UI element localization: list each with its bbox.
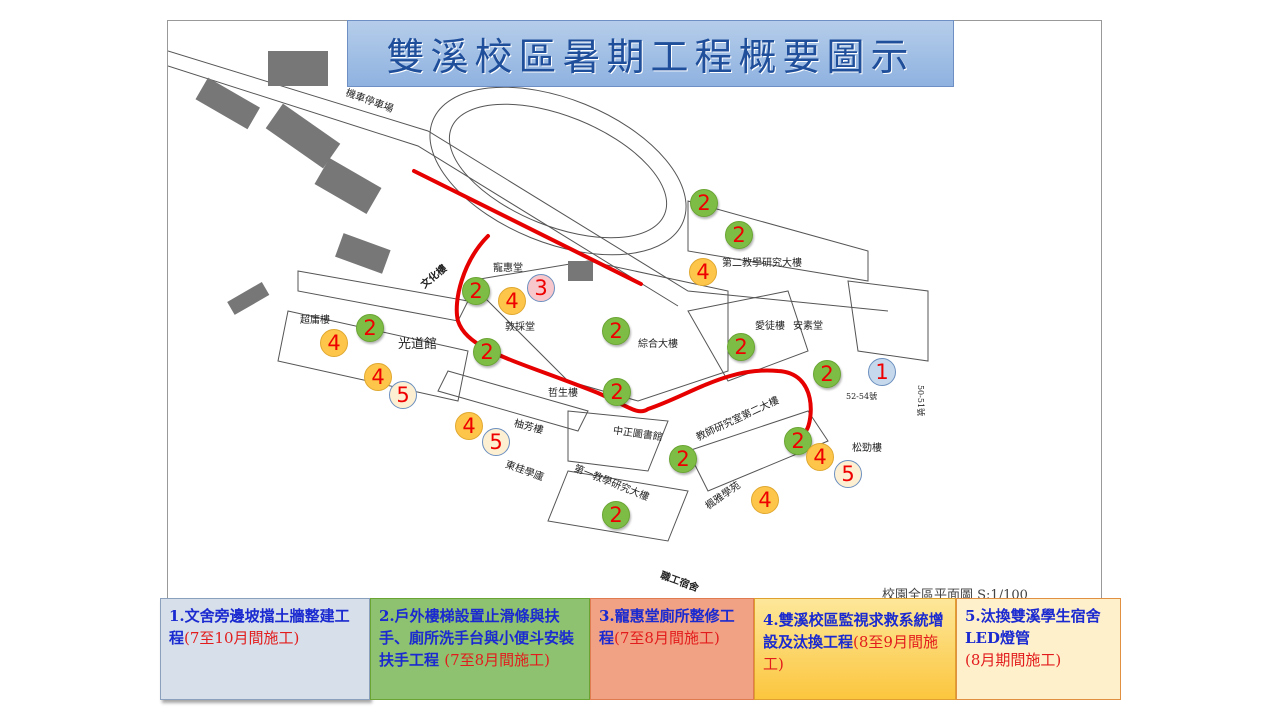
label-zonghe: 綜合大樓 xyxy=(638,339,678,350)
legend-item-5: 5.汰換雙溪學生宿舍LED燈管 (8月期間施工) xyxy=(956,598,1121,700)
marker-2: 2 xyxy=(356,314,384,342)
marker-1: 1 xyxy=(868,358,896,386)
legend-item-1: 1.文舍旁邊坡擋土牆整建工程(7至10月間施工) xyxy=(160,598,370,700)
label-dunca: 敦採堂 xyxy=(505,322,535,333)
label-zhesheng: 哲生樓 xyxy=(548,388,578,399)
label-ansu: 安素堂 xyxy=(793,321,823,332)
legend-text: 2.戶外樓梯設置止滑條與扶手、廁所洗手台與小便斗安裝扶手工程 xyxy=(379,607,575,669)
legend-item-2: 2.戶外樓梯設置止滑條與扶手、廁所洗手台與小便斗安裝扶手工程 (7至8月間施工) xyxy=(370,598,590,700)
marker-2: 2 xyxy=(602,501,630,529)
label-second-teaching: 第二教學研究大樓 xyxy=(722,258,802,269)
marker-4: 4 xyxy=(364,363,392,391)
label-chonghui: 寵惠堂 xyxy=(493,263,523,274)
label-52-54: 52-54號 xyxy=(846,392,878,401)
legend-period: (7至8月間施工) xyxy=(444,651,551,669)
label-songjin: 松勁樓 xyxy=(852,443,882,454)
legend-period: (7至8月間施工) xyxy=(614,629,720,647)
legend-text: 4.雙溪校區監視求救系統增設及汰換工程 xyxy=(763,611,944,651)
legend-text: 1.文舍旁邊坡擋土牆整建工程 xyxy=(169,607,350,647)
map-drawing xyxy=(168,50,929,542)
marker-5: 5 xyxy=(482,428,510,456)
label-guangdao: 光道館 xyxy=(398,337,438,352)
marker-3: 3 xyxy=(527,274,555,302)
marker-4: 4 xyxy=(751,486,779,514)
marker-2: 2 xyxy=(690,189,718,217)
marker-2: 2 xyxy=(725,221,753,249)
marker-2: 2 xyxy=(727,333,755,361)
legend-period: (7至10月間施工) xyxy=(184,629,300,647)
marker-5: 5 xyxy=(834,460,862,488)
legend-period: (8至9月間施工) xyxy=(763,633,938,673)
marker-4: 4 xyxy=(455,412,483,440)
marker-2: 2 xyxy=(784,427,812,455)
marker-2: 2 xyxy=(669,445,697,473)
marker-2: 2 xyxy=(602,317,630,345)
marker-2: 2 xyxy=(813,360,841,388)
label-chaoyong: 超庸樓 xyxy=(300,315,330,326)
campus-map xyxy=(167,20,1102,602)
running-track xyxy=(429,86,687,256)
marker-2: 2 xyxy=(462,277,490,305)
label-aitu: 愛徒樓 xyxy=(755,321,785,332)
legend-item-4: 4.雙溪校區監視求救系統增設及汰換工程(8至9月間施工) xyxy=(754,598,956,700)
route-lines xyxy=(412,169,813,433)
marker-4: 4 xyxy=(498,287,526,315)
marker-4: 4 xyxy=(689,258,717,286)
label-50-51: 50-51號 xyxy=(916,384,926,417)
legend-text: 3.寵惠堂廁所整修工程 xyxy=(599,607,735,647)
marker-5: 5 xyxy=(389,381,417,409)
marker-4: 4 xyxy=(806,443,834,471)
legend-item-3: 3.寵惠堂廁所整修工程(7至8月間施工) xyxy=(590,598,754,700)
legend-period: (8月期間施工) xyxy=(965,651,1062,669)
marker-2: 2 xyxy=(603,378,631,406)
legend-text: 5.汰換雙溪學生宿舍LED燈管 xyxy=(965,607,1101,647)
page-title: 雙溪校區暑期工程概要圖示 xyxy=(347,20,954,87)
marker-2: 2 xyxy=(473,338,501,366)
marker-4: 4 xyxy=(320,329,348,357)
